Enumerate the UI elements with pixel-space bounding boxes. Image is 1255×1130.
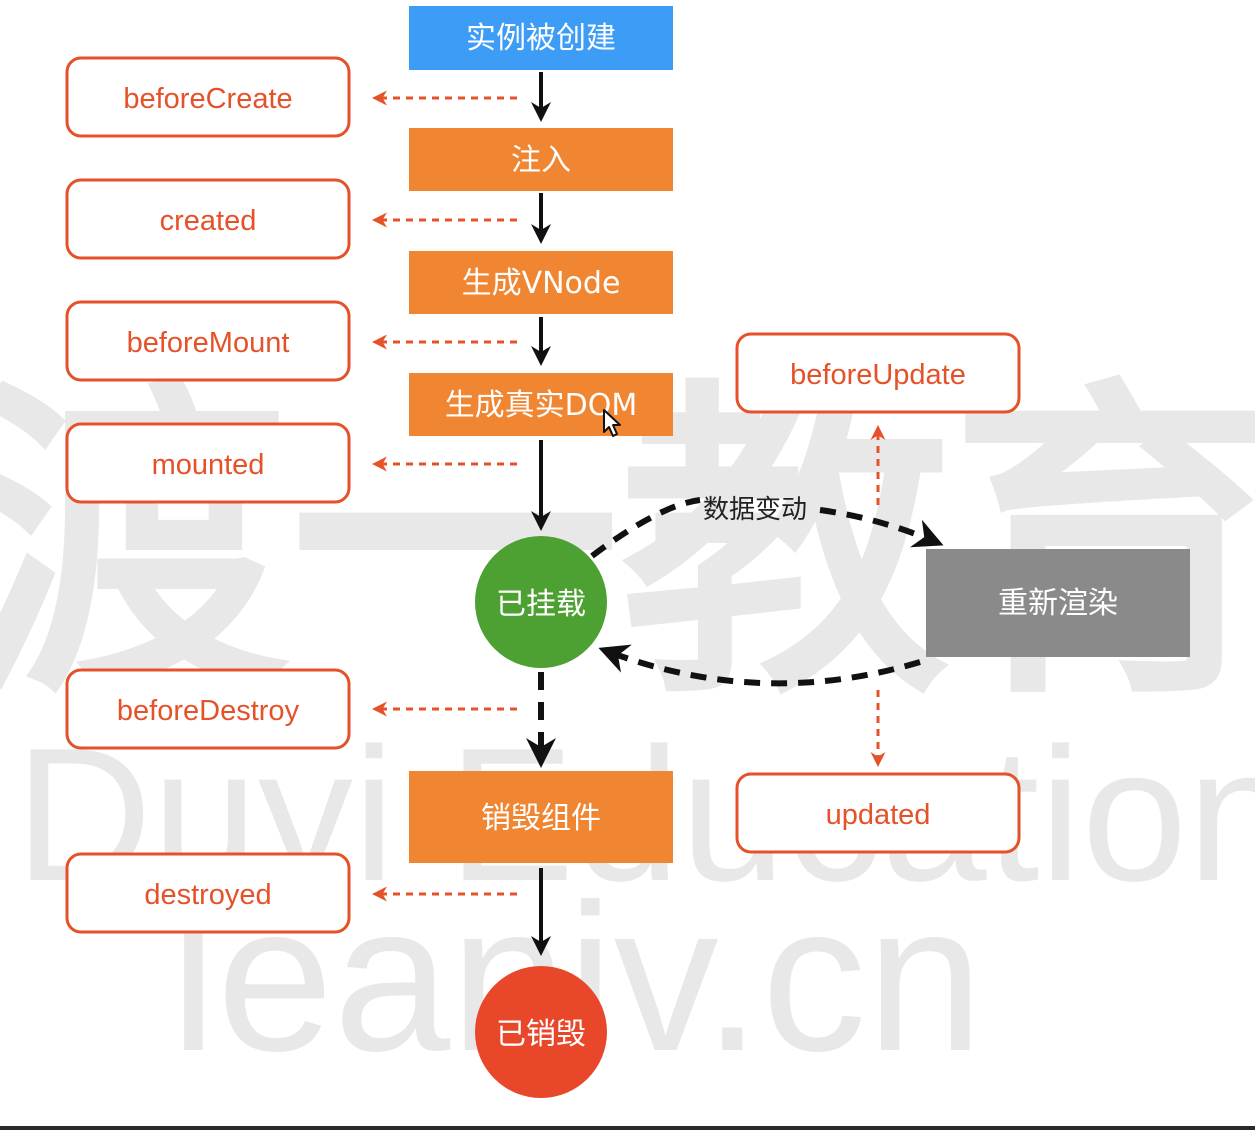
hooks-right-column: beforeUpdate updated: [735, 332, 1021, 854]
stage-box-destroy-component: [409, 771, 673, 863]
hook-box-beforeCreate: [65, 56, 351, 138]
state-circles: 已挂载 已销毁: [475, 536, 607, 1098]
hook-box-updated: [735, 772, 1021, 854]
stage-box-gen-vnode: [409, 251, 673, 314]
hooks-left-column: beforeCreate created beforeMount mounted…: [65, 56, 351, 934]
arrow-rerender-to-mounted: [598, 644, 921, 687]
hook-label-beforeMount: beforeMount: [127, 327, 290, 359]
hook-box-beforeDestroy: [65, 668, 351, 750]
stage-box-inject: [409, 128, 673, 191]
destroyed-state-circle: [475, 966, 607, 1098]
hook-box-mounted: [65, 422, 351, 504]
stage-box-instance-created: [409, 6, 673, 70]
mounted-state-label: 已挂载: [496, 587, 586, 622]
arrow-data-change: [590, 497, 938, 556]
hook-box-beforeMount: [65, 300, 351, 382]
data-change-label: 数据变动: [703, 495, 807, 525]
destroyed-state-label: 已销毁: [496, 1017, 586, 1052]
mounted-state-circle: [475, 536, 607, 668]
bottom-border: [0, 1126, 1255, 1130]
hook-arrows: [372, 90, 886, 902]
stage-label-instance-created: 实例被创建: [466, 21, 616, 56]
hook-box-destroyed: [65, 852, 351, 934]
hook-box-created: [65, 178, 351, 260]
stage-box-gen-dom: [409, 373, 673, 436]
hook-label-updated: updated: [826, 799, 931, 831]
update-loop: 数据变动: [590, 495, 938, 687]
stage-label-inject: 注入: [511, 143, 571, 178]
hook-label-mounted: mounted: [152, 449, 265, 481]
hook-label-created: created: [160, 205, 257, 237]
hook-label-beforeCreate: beforeCreate: [123, 83, 292, 115]
hook-label-beforeDestroy: beforeDestroy: [117, 695, 300, 727]
stage-label-gen-vnode: 生成VNode: [462, 266, 621, 301]
stage-label-destroy-component: 销毁组件: [481, 801, 601, 836]
hook-box-beforeUpdate: [735, 332, 1021, 414]
stage-box-rerender: [926, 549, 1190, 657]
mouse-pointer-icon: [603, 409, 621, 437]
stage-label-rerender: 重新渲染: [998, 586, 1118, 621]
hook-label-destroyed: destroyed: [144, 879, 271, 911]
hook-label-beforeUpdate: beforeUpdate: [790, 359, 966, 391]
